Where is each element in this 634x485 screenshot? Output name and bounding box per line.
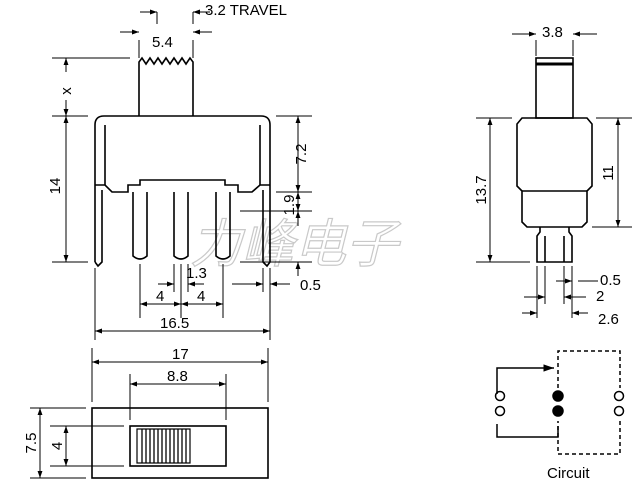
label-pitch-a: 4 [156, 288, 164, 305]
label-side-0-5: 0.5 [600, 272, 621, 289]
label-height-7-2: 7.2 [293, 144, 310, 165]
label-pitch-b: 4 [197, 288, 205, 305]
side-dimensions [476, 31, 632, 318]
label-width-16-5: 16.5 [160, 315, 189, 332]
label-width-17: 17 [172, 346, 189, 363]
label-x-height: x [58, 87, 75, 95]
label-width-8-8: 8.8 [167, 368, 188, 385]
label-side-2-6: 2.6 [598, 311, 619, 328]
label-travel: 3.2 TRAVEL [205, 2, 287, 19]
actuator-hatching [141, 429, 187, 463]
label-knob-width: 5.4 [152, 34, 173, 51]
label-height-7-5: 7.5 [23, 433, 40, 454]
label-height-4: 4 [49, 442, 66, 450]
label-dim-0-5-front: 0.5 [300, 277, 321, 294]
top-view [91, 407, 269, 479]
label-dim-1-3: 1.3 [186, 265, 207, 282]
label-side-2: 2 [596, 288, 604, 305]
front-view [94, 56, 271, 268]
top-dimensions [30, 348, 269, 479]
label-side-13-7: 13.7 [473, 175, 490, 204]
label-height-14: 14 [47, 178, 64, 195]
label-height-1-9: 1.9 [281, 195, 298, 216]
label-side-3-8: 3.8 [542, 24, 563, 41]
watermark-logo: 力峰电子 [190, 215, 401, 275]
circuit-diagram [494, 350, 625, 455]
side-view [516, 57, 593, 263]
front-dimensions [52, 9, 312, 340]
label-circuit: Circuit [547, 465, 590, 482]
label-side-11: 11 [600, 165, 617, 181]
